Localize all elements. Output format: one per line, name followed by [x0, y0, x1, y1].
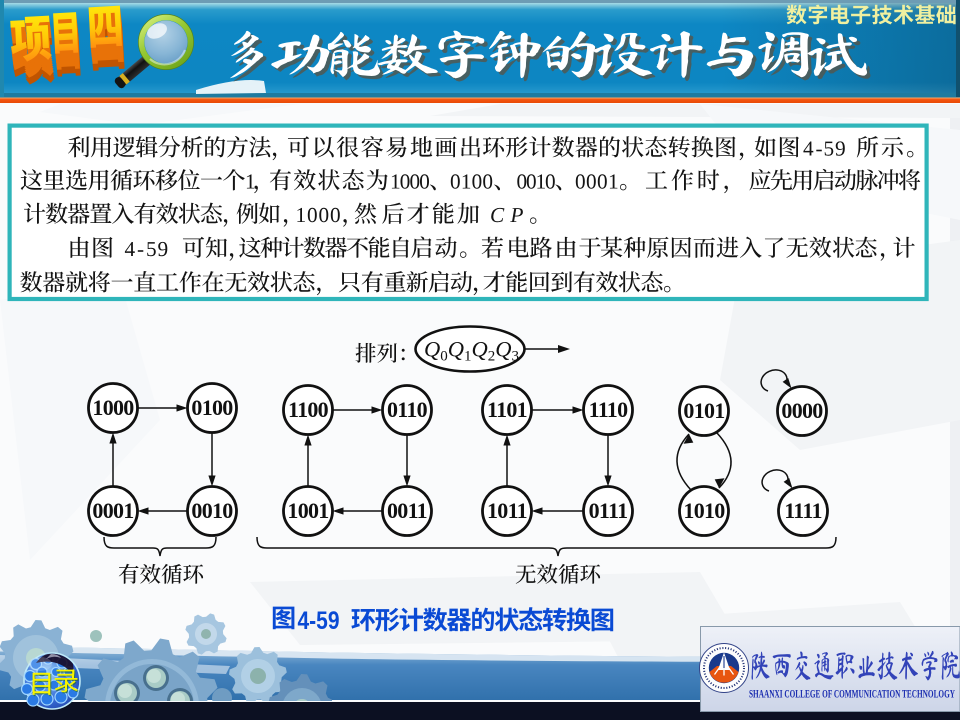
svg-text:0001: 0001 [92, 498, 133, 523]
svg-text:1010: 1010 [683, 498, 725, 523]
svg-text:4-59: 4-59 [298, 607, 340, 635]
svg-text:SHAANXI COLLEGE OF COMMUNICATI: SHAANXI COLLEGE OF COMMUNICATION TECHNOL… [749, 689, 955, 701]
svg-text:1100: 1100 [288, 397, 329, 422]
svg-text:1111: 1111 [784, 498, 822, 523]
svg-text:0110: 0110 [387, 397, 428, 422]
svg-text:0101: 0101 [683, 398, 724, 423]
svg-text:0000: 0000 [781, 398, 823, 423]
svg-text:1101: 1101 [487, 397, 527, 422]
svg-text:1001: 1001 [287, 498, 328, 523]
svg-text:0010: 0010 [191, 498, 233, 523]
svg-text:1011: 1011 [487, 498, 527, 523]
svg-text:Q0Q1Q2Q3: Q0Q1Q2Q3 [424, 337, 519, 365]
svg-text:0111: 0111 [589, 498, 628, 523]
svg-text:1000: 1000 [92, 395, 134, 420]
svg-text:1110: 1110 [589, 397, 628, 422]
svg-text:0100: 0100 [191, 395, 233, 420]
svg-text:0011: 0011 [387, 498, 427, 523]
